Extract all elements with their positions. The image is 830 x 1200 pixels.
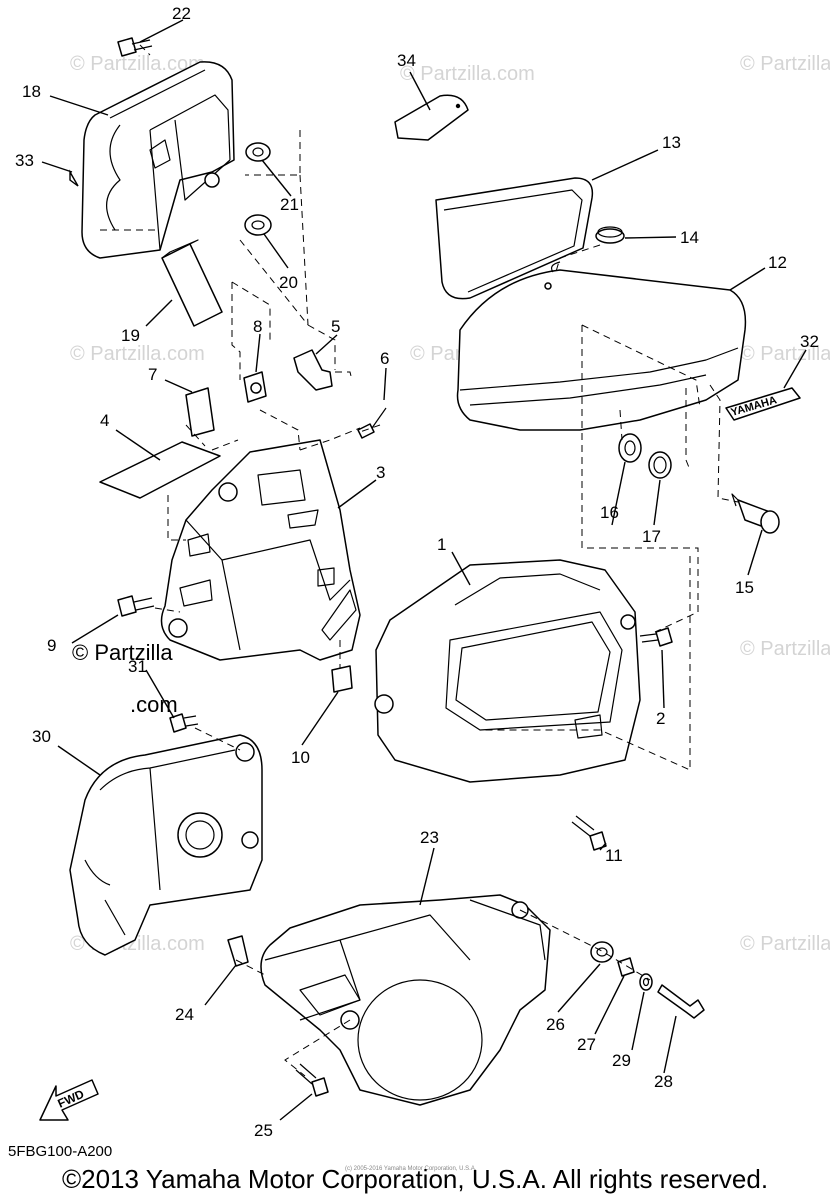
partzilla-watermark-suffix: .com bbox=[130, 692, 178, 717]
part-label-34: 34 bbox=[397, 51, 416, 70]
part-label-17: 17 bbox=[642, 527, 661, 546]
part-label-19: 19 bbox=[121, 326, 140, 345]
part-label-16: 16 bbox=[600, 503, 619, 522]
part-label-24: 24 bbox=[175, 1005, 194, 1024]
part-8-clip bbox=[243, 371, 267, 403]
part-9-bolt bbox=[117, 595, 155, 617]
part-19-pad bbox=[161, 239, 223, 327]
part-3-bracket bbox=[160, 439, 361, 661]
part-label-2: 2 bbox=[656, 709, 665, 728]
part-12-tank-cover bbox=[456, 261, 747, 431]
part-label-10: 10 bbox=[291, 748, 310, 767]
part-21-grommet bbox=[245, 142, 271, 162]
fwd-label: FWD bbox=[56, 1087, 87, 1111]
watermark-text: © Partzilla.com bbox=[740, 343, 830, 365]
part-33-emblem bbox=[69, 169, 79, 187]
part-10-nut bbox=[331, 665, 353, 693]
part-24-clip bbox=[227, 935, 249, 967]
part-labels: 22 18 33 21 20 19 34 13 14 12 32 8 5 6 7… bbox=[15, 4, 819, 1140]
copyright-notice: ©2013 Yamaha Motor Corporation, U.S.A. A… bbox=[61, 1164, 769, 1194]
part-14-grommet bbox=[595, 226, 625, 244]
part-label-29: 29 bbox=[612, 1051, 631, 1070]
part-label-9: 9 bbox=[47, 636, 56, 655]
part-label-12: 12 bbox=[768, 253, 787, 272]
part-16-grommet bbox=[618, 433, 642, 463]
part-label-30: 30 bbox=[32, 727, 51, 746]
watermark-text: © Partzilla.com bbox=[740, 933, 830, 955]
part-27-collar bbox=[617, 957, 635, 977]
part-label-33: 33 bbox=[15, 151, 34, 170]
part-label-27: 27 bbox=[577, 1035, 596, 1054]
part-label-23: 23 bbox=[420, 828, 439, 847]
decal-text: YAMAHA bbox=[730, 394, 779, 419]
part-label-6: 6 bbox=[380, 349, 389, 368]
part-32-decal: YAMAHA bbox=[725, 387, 801, 421]
part-label-20: 20 bbox=[279, 273, 298, 292]
part-6-screw bbox=[357, 407, 387, 439]
watermark-text: © Partzilla.com bbox=[400, 63, 535, 85]
part-label-5: 5 bbox=[331, 317, 340, 336]
part-11-bolt bbox=[571, 815, 607, 851]
part-label-8: 8 bbox=[253, 317, 262, 336]
partzilla-watermark: © Partzilla bbox=[72, 640, 173, 665]
part-label-7: 7 bbox=[148, 365, 157, 384]
part-label-18: 18 bbox=[22, 82, 41, 101]
part-7-pad bbox=[185, 387, 215, 437]
diagram-code: 5FBG100-A200 bbox=[8, 1143, 113, 1160]
part-label-32: 32 bbox=[800, 332, 819, 351]
part-1-air-box bbox=[374, 559, 641, 783]
part-30-cover bbox=[69, 734, 263, 956]
watermark-text: © Partzilla.com bbox=[70, 343, 205, 365]
fwd-arrow-icon: FWD bbox=[39, 1079, 99, 1121]
watermark-text: © Partzilla.com bbox=[740, 638, 830, 660]
part-18-side-cover bbox=[81, 61, 235, 259]
part-label-13: 13 bbox=[662, 133, 681, 152]
part-label-14: 14 bbox=[680, 228, 699, 247]
watermark-text: © Partzilla.com bbox=[70, 53, 205, 75]
part-label-28: 28 bbox=[654, 1072, 673, 1091]
part-23-cover bbox=[260, 894, 551, 1106]
part-26-grommet bbox=[590, 941, 614, 963]
part-25-bolt bbox=[295, 1063, 329, 1097]
part-31-bolt bbox=[169, 713, 199, 733]
assembly-lines bbox=[100, 44, 739, 1077]
part-4-pad bbox=[99, 441, 221, 499]
part-5-bracket bbox=[293, 349, 333, 391]
part-label-21: 21 bbox=[280, 195, 299, 214]
tiny-copyright: (c) 2005-2016 Yamaha Motor Corporation, … bbox=[345, 1166, 477, 1172]
part-label-3: 3 bbox=[376, 463, 385, 482]
part-label-11: 11 bbox=[605, 846, 623, 865]
part-17-grommet bbox=[648, 451, 672, 479]
part-label-31: 31 bbox=[128, 657, 147, 676]
part-20-grommet bbox=[244, 214, 272, 236]
part-34-bracket bbox=[394, 94, 469, 141]
part-label-22: 22 bbox=[172, 4, 191, 23]
part-2-bolt bbox=[639, 627, 673, 647]
part-label-25: 25 bbox=[254, 1121, 273, 1140]
part-29-washer bbox=[639, 973, 653, 991]
part-label-4: 4 bbox=[100, 411, 109, 430]
part-label-15: 15 bbox=[735, 578, 754, 597]
part-28-bolt bbox=[657, 984, 705, 1019]
part-label-26: 26 bbox=[546, 1015, 565, 1034]
watermark-text: © Partzilla.com bbox=[740, 53, 830, 75]
part-label-1: 1 bbox=[437, 535, 446, 554]
part-13-panel bbox=[435, 177, 594, 300]
leader-lines bbox=[41, 19, 807, 1121]
part-15-lock bbox=[731, 493, 780, 534]
